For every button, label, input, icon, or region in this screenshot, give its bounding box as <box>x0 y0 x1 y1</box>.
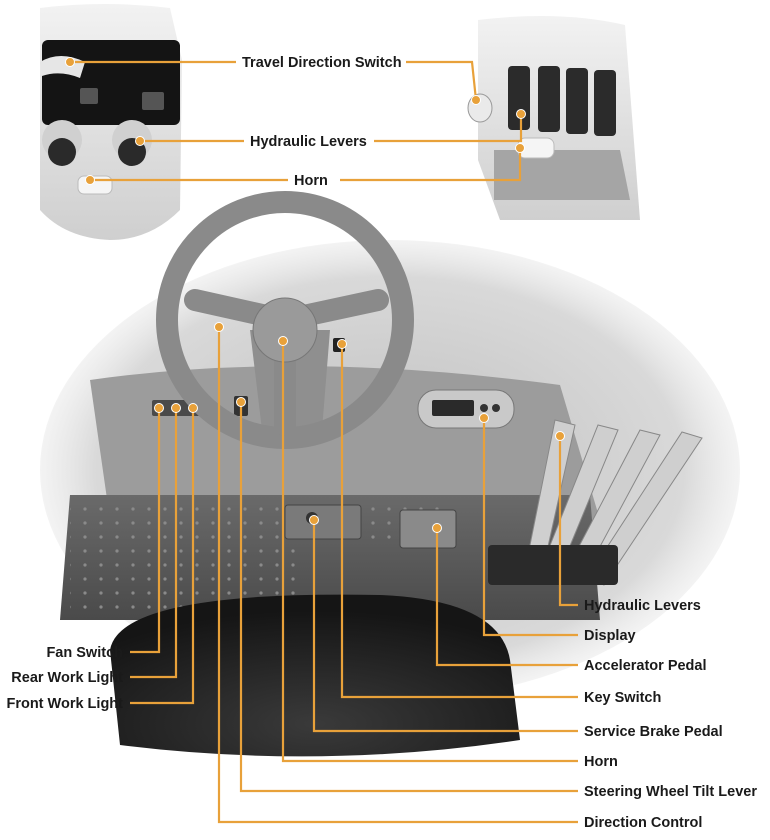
label-horn: Horn <box>584 754 618 770</box>
label-key-switch: Key Switch <box>584 690 661 706</box>
label-steering-wheel-tilt-lever: Steering Wheel Tilt Lever <box>584 784 757 800</box>
label-hydraulic-levers: Hydraulic Levers <box>584 598 701 614</box>
left-armrest-pod-image <box>40 4 182 240</box>
right-armrest-pod-image <box>467 16 640 220</box>
label-display: Display <box>584 628 636 644</box>
label-direction-control: Direction Control <box>584 815 702 831</box>
label-fan-switch: Fan Switch <box>46 645 123 661</box>
label-travel-direction-switch: Travel Direction Switch <box>242 55 402 71</box>
label-accelerator-pedal: Accelerator Pedal <box>584 658 707 674</box>
leader-dots <box>65 57 565 533</box>
label-service-brake-pedal: Service Brake Pedal <box>584 724 723 740</box>
label-horn-top: Horn <box>294 173 328 189</box>
top-labels: Travel Direction Switch Hydraulic Levers… <box>242 55 402 189</box>
label-rear-work-light: Rear Work Light <box>11 670 123 686</box>
operator-cab-image <box>40 191 740 757</box>
left-labels: Fan Switch Rear Work Light Front Work Li… <box>6 645 123 712</box>
right-labels: Hydraulic Levers Display Accelerator Ped… <box>584 598 757 831</box>
label-front-work-light: Front Work Light <box>6 696 123 712</box>
leader-lines <box>70 60 578 824</box>
label-hydraulic-levers-top: Hydraulic Levers <box>250 134 367 150</box>
